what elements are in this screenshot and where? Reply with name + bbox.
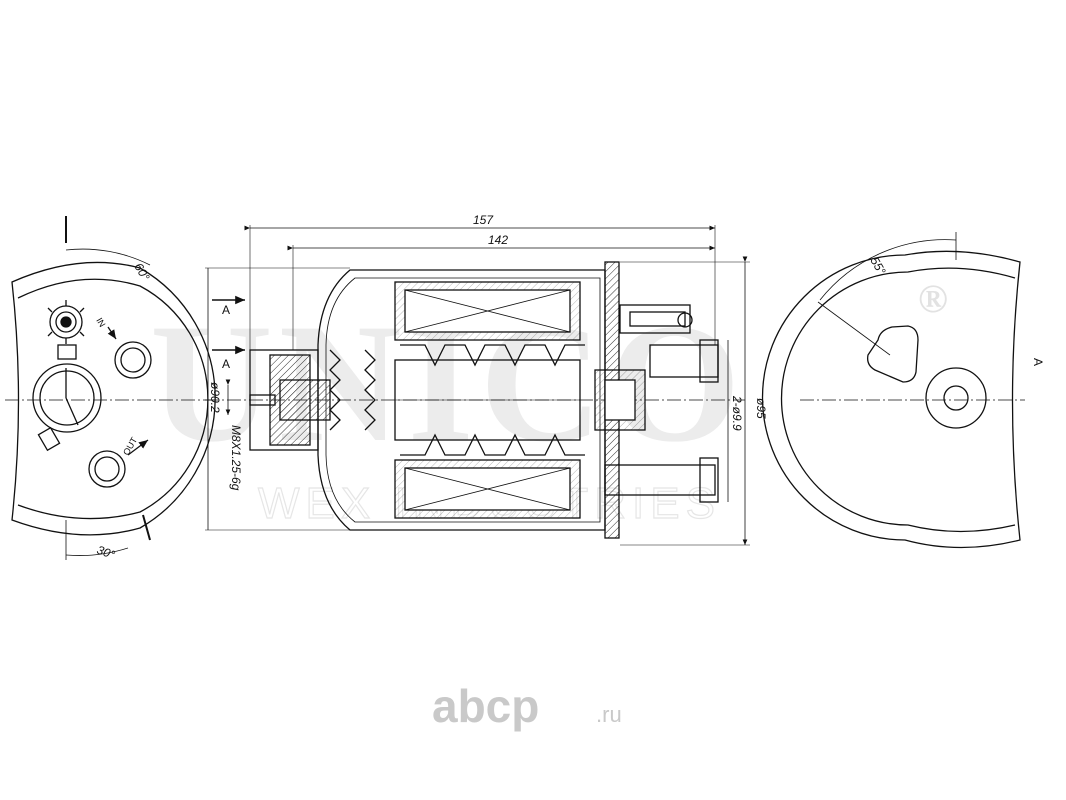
logo-name: abcp: [432, 684, 539, 732]
dim-diameter-body: ø95: [754, 398, 768, 419]
section-mark-bottom: A: [222, 357, 230, 371]
dim-diameter-neck: ø90.2: [208, 382, 222, 413]
section-view: [205, 225, 750, 546]
section-mark-right: A: [1031, 358, 1045, 366]
dim-pipe-diameter: 2-ø9.9: [730, 395, 744, 431]
abcp-logo: abcp .ru: [432, 684, 622, 732]
port-out-label: OUT: [121, 435, 139, 457]
angle-30-label: 30°: [95, 543, 117, 562]
port-in-label: IN: [94, 316, 107, 329]
dim-thread: M8X1.25-6g: [229, 425, 243, 491]
right-end-view: [761, 232, 1025, 549]
gear-plug-icon: [47, 300, 85, 344]
left-end-view: [5, 216, 216, 560]
dim-body-length: 142: [488, 233, 508, 247]
section-mark-top: A: [222, 303, 230, 317]
watermark-registered: ®: [918, 276, 954, 321]
logo-tld: .ru: [596, 702, 622, 727]
angle-60-label: 60°: [131, 261, 152, 284]
dim-overall-length: 157: [473, 213, 494, 227]
